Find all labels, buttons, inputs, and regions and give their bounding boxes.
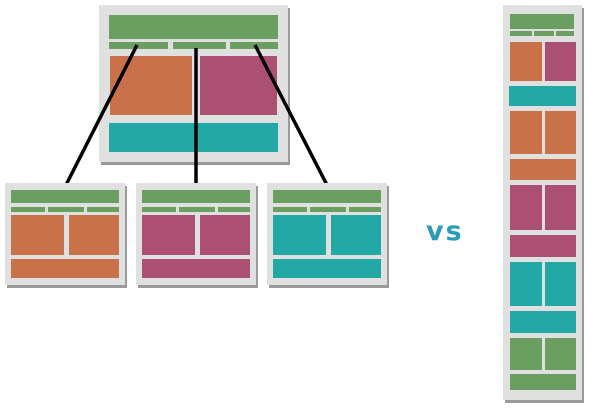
long-orange-right [545, 111, 576, 154]
orange-page-nav-3 [87, 207, 119, 212]
long-green-right [545, 338, 576, 370]
pink-page-nav-1 [142, 207, 176, 212]
nav-item-2 [173, 42, 226, 49]
orange-page-block-right [69, 215, 119, 255]
pink-page-block-right [200, 215, 250, 255]
long-nav-1 [510, 31, 532, 36]
teal-page-nav-1 [273, 207, 307, 212]
long-teal-right [545, 262, 576, 306]
pink-page-footer-bar [142, 259, 250, 278]
long-nav-2 [534, 31, 554, 36]
orange-page-nav-2 [48, 207, 84, 212]
long-pink-block [545, 42, 576, 81]
pink-page-block-left [142, 215, 195, 255]
long-orange-left [510, 111, 542, 154]
orange-page-footer-bar [11, 259, 119, 278]
long-pink-right [545, 185, 576, 230]
teal-page-block-left [273, 215, 326, 255]
nav-item-1 [109, 42, 168, 49]
teal-block [109, 123, 278, 152]
long-green-bar [510, 374, 576, 390]
long-pink-left [510, 185, 542, 230]
pink-page-header [142, 190, 250, 203]
long-green-left [510, 338, 542, 370]
teal-page-block-right [331, 215, 381, 255]
connector-line-left [64, 44, 139, 186]
long-pink-bar [510, 235, 576, 257]
pink-page-nav-3 [218, 207, 250, 212]
orange-page-nav-1 [11, 207, 45, 212]
orange-page-block-left [11, 215, 64, 255]
long-orange-bar [510, 159, 576, 180]
nav-item-3 [230, 42, 278, 49]
header-block [109, 15, 278, 39]
teal-page-header [273, 190, 381, 203]
connector-line-right [253, 44, 329, 186]
long-teal-left [510, 262, 542, 306]
long-teal-bar [509, 86, 576, 106]
long-nav-3 [556, 31, 574, 36]
vs-label: vs [426, 216, 464, 247]
teal-page-nav-2 [310, 207, 346, 212]
pink-page-nav-2 [179, 207, 215, 212]
orange-page-header [11, 190, 119, 203]
orange-block [110, 56, 192, 115]
long-orange-block [510, 42, 542, 81]
teal-page-footer-bar [273, 259, 381, 278]
long-teal-bar [510, 311, 576, 333]
long-header [510, 14, 574, 29]
teal-page-nav-3 [349, 207, 381, 212]
